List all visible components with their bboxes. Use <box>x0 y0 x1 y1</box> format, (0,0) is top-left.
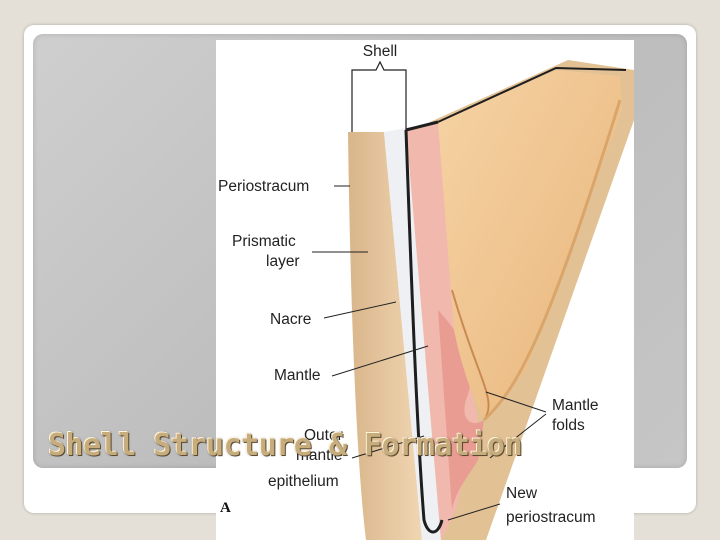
periostracum-top-line <box>437 66 627 123</box>
label-periostracum-new: periostracum <box>506 509 596 526</box>
label-epithelium: epithelium <box>268 473 339 490</box>
prismatic-layer-shape <box>348 132 422 540</box>
shell-bracket <box>351 60 407 132</box>
label-shell: Shell <box>363 43 397 60</box>
leader-outer-epithelium <box>351 435 425 459</box>
leader-mantle <box>331 345 429 377</box>
label-mantle: Mantle <box>274 367 321 384</box>
label-layer: layer <box>266 253 300 270</box>
leader-mantle-folds-a <box>485 391 547 413</box>
leader-nacre <box>323 301 397 319</box>
shell-cross-section-figure: Shell Periostracum Prismatic layer Nacre… <box>218 43 634 540</box>
label-new: New <box>506 485 538 502</box>
mantle-folds-shape <box>438 310 484 510</box>
label-outer: Outer <box>304 427 343 444</box>
periostracum-line <box>404 120 444 534</box>
label-mantle-folds-1: Mantle <box>552 397 599 414</box>
slide-title: Shell Structure & Formation <box>48 428 523 463</box>
label-prismatic: Prismatic <box>232 233 296 250</box>
leader-mantle-folds-b <box>489 413 547 459</box>
label-periostracum: Periostracum <box>218 178 309 195</box>
label-mantle-folds-2: folds <box>552 417 585 434</box>
leader-new-periostracum <box>447 503 501 521</box>
label-nacre: Nacre <box>270 311 311 328</box>
shell-diagram: Shell Periostracum Prismatic layer Nacre… <box>216 40 634 540</box>
figure-letter: A <box>220 500 231 516</box>
inner-rim-line <box>482 99 622 422</box>
label-mantle-epi: mantle <box>296 447 343 464</box>
shell-interior-shape <box>438 70 622 420</box>
fold-rim-line <box>451 289 490 421</box>
